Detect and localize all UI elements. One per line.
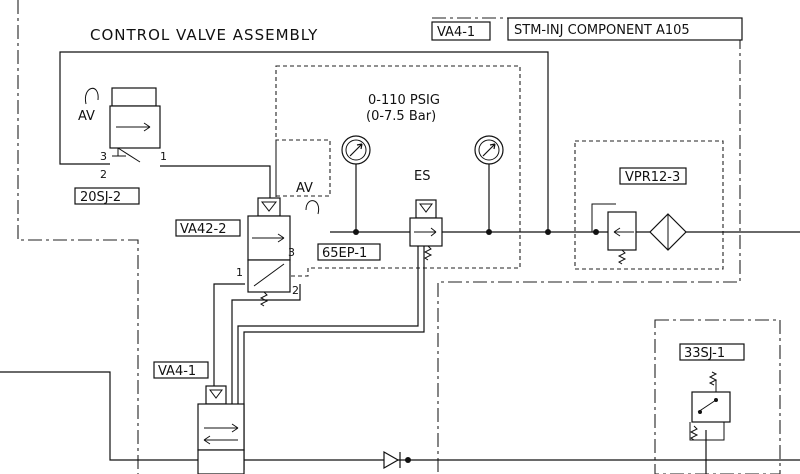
tag-20sj-2: 20SJ-2 (80, 190, 121, 205)
component-header-box (507, 17, 743, 41)
pressure-switch-33sj-1 (689, 371, 731, 441)
port-2-top: 2 (100, 168, 107, 181)
es-label: ES (414, 169, 430, 184)
tag-33sj-1: 33SJ-1 (684, 346, 725, 361)
av-label-mid: AV (296, 181, 313, 196)
tag-box-va4-1-lower (153, 361, 209, 379)
port-1-top: 1 (160, 150, 167, 163)
port-3-mid: 3 (288, 246, 295, 259)
port-3-top: 3 (100, 150, 107, 163)
pressure-range-bar: (0-7.5 Bar) (366, 109, 436, 124)
pressure-switch-enclosure (654, 319, 781, 474)
regulator-vpr12-3 (591, 203, 687, 265)
av-label-top: AV (78, 109, 95, 124)
pressure-gauge-left (341, 135, 371, 165)
pressure-gauge-right (474, 135, 504, 165)
assembly-title: CONTROL VALVE ASSEMBLY (90, 26, 318, 44)
tag-va42-2: VA42-2 (180, 222, 226, 237)
pneumatic-lines (0, 51, 800, 474)
vpr-enclosure (574, 140, 724, 270)
check-valve (383, 450, 401, 470)
tag-va4-1-lower: VA4-1 (158, 364, 196, 379)
solenoid-valve-20sj-2 (84, 87, 161, 163)
tag-box-20sj-2 (74, 187, 140, 205)
valve-va42-2 (247, 197, 320, 307)
gauge-enclosure (275, 65, 521, 277)
es-valve-65ep-1 (409, 199, 443, 261)
tag-65ep-1: 65EP-1 (322, 246, 367, 261)
port-2-mid: 2 (292, 284, 299, 297)
tag-box-vpr12-3 (619, 167, 687, 185)
valve-va4-1-lower (197, 385, 245, 474)
port-1-mid: 1 (236, 266, 243, 279)
junction-dots (353, 229, 599, 463)
tag-vpr12-3: VPR12-3 (625, 170, 680, 185)
tag-box-va42-2 (175, 219, 241, 237)
tag-box-33sj-1 (679, 343, 745, 361)
va4-header-label: VA4-1 (437, 25, 475, 40)
va4-header-box (431, 21, 491, 41)
component-header-label: STM-INJ COMPONENT A105 (514, 23, 690, 38)
pressure-range-psig: 0-110 PSIG (368, 93, 440, 108)
tag-box-65ep-1 (317, 243, 381, 261)
